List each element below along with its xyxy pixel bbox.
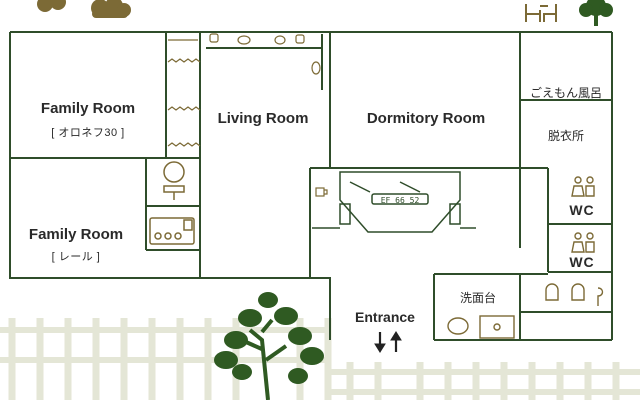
changing-room-title: 脱衣所 bbox=[547, 129, 585, 143]
tree-icon bbox=[214, 292, 324, 400]
entrance-title: Entrance bbox=[355, 309, 415, 325]
wash-fixtures-icon bbox=[447, 283, 604, 339]
family-room-2-subtitle: [ レール ] bbox=[51, 251, 101, 263]
train-dashboard-icon bbox=[312, 171, 476, 233]
entrance-arrows-icon bbox=[374, 331, 402, 353]
sink-icon bbox=[149, 217, 195, 245]
patio-chairs-icon bbox=[525, 4, 557, 22]
armchair-icon bbox=[163, 161, 185, 200]
family-room-2-title: Family Room bbox=[28, 226, 124, 243]
tree-icon bbox=[579, 0, 613, 26]
curtain-icon bbox=[167, 39, 201, 147]
washroom-title: 洗面台 bbox=[459, 291, 497, 305]
cup-icon bbox=[315, 187, 328, 197]
living-room-title: Living Room bbox=[217, 110, 309, 127]
bush-icon bbox=[37, 0, 131, 18]
bath-title: ごえもん風呂 bbox=[529, 86, 603, 100]
wc-2-title: WC bbox=[569, 254, 595, 270]
wc-1-title: WC bbox=[569, 202, 595, 218]
toilet-icon bbox=[571, 176, 595, 253]
family-room-1-title: Family Room bbox=[40, 100, 136, 117]
dormitory-room-title: Dormitory Room bbox=[366, 110, 486, 127]
train-plate-text: EF 66 52 bbox=[381, 196, 420, 205]
shelf-decor bbox=[209, 33, 321, 75]
family-room-1-subtitle: [ オロネフ30 ] bbox=[51, 127, 125, 139]
walls bbox=[9, 31, 613, 341]
